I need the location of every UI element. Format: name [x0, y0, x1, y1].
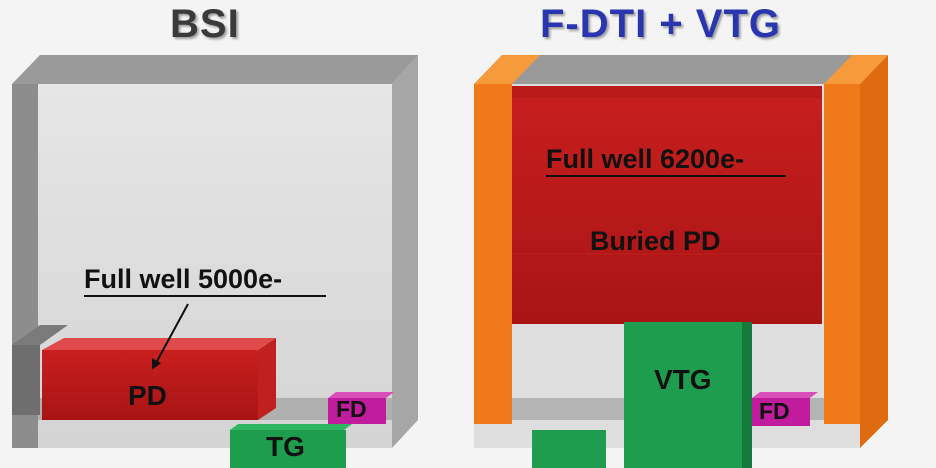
bsi-floating-diffusion [328, 392, 394, 424]
fdti-floating-diffusion [752, 392, 818, 426]
bsi-isolation-block [12, 345, 40, 415]
dti-left-top [474, 55, 540, 84]
callout-arrow [155, 303, 189, 364]
bsi-photodiode [42, 338, 276, 420]
fdti-full-well-label: Full well 6200e- [546, 144, 745, 174]
vertical-transfer-gate [624, 322, 752, 468]
bsi-full-well-label: Full well 5000e- [84, 264, 283, 294]
fdti-small-gate [532, 430, 606, 468]
bsi-isolation-top [12, 325, 68, 345]
callout-arrowhead [152, 358, 161, 370]
bsi-box-top [12, 55, 418, 84]
fdti-fd-label: FD [759, 398, 790, 424]
bsi-transfer-gate [230, 424, 352, 468]
dti-right-trench [824, 84, 860, 424]
bsi-box-side [392, 55, 418, 448]
bsi-tg-label: TG [266, 431, 305, 462]
fdti-box-top [474, 55, 888, 84]
dti-left-trench [474, 84, 512, 424]
fdti-buried-pd-label: Buried PD [590, 226, 721, 256]
fdti-box-side [860, 55, 888, 448]
buried-photodiode [512, 86, 822, 324]
dti-right-top [824, 55, 888, 84]
fdti-vtg-label: VTG [654, 364, 712, 395]
title-fdti-vtg: F-DTI + VTG [540, 2, 781, 46]
bsi-fd-label: FD [336, 396, 367, 422]
title-bsi: BSI [170, 2, 240, 46]
bsi-pd-label: PD [128, 380, 167, 411]
